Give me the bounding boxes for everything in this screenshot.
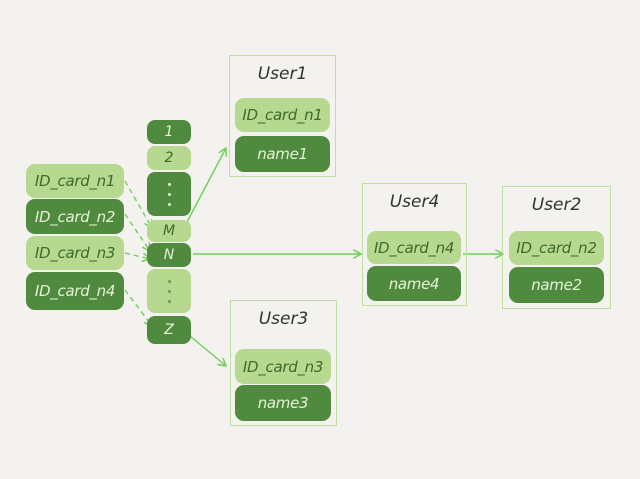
user1-title: User1: [257, 64, 308, 84]
user4-title: User4: [389, 192, 440, 212]
bucket-z: Z: [147, 316, 191, 344]
arrow-bucketZ-to-user3: [189, 335, 226, 366]
user1-card: User1 ID_card_n1 name1: [229, 55, 336, 177]
ellipsis-icon: [167, 182, 171, 206]
bucket-ellipsis-top: [147, 172, 191, 216]
bucket-m: M: [147, 220, 191, 242]
arrow-key3-to-bucketN: [124, 252, 150, 259]
user2-card: User2 ID_card_n2 name2: [502, 186, 611, 309]
user3-id-field: ID_card_n3: [235, 349, 331, 384]
bucket-1: 1: [147, 120, 191, 144]
key-id-card-n2: ID_card_n2: [26, 199, 124, 234]
user4-card: User4 ID_card_n4 name4: [362, 183, 467, 306]
key-id-card-n4: ID_card_n4: [26, 272, 124, 310]
arrow-key1-to-bucketM: [124, 180, 152, 228]
user2-id-field: ID_card_n2: [509, 231, 604, 265]
bucket-n: N: [147, 243, 191, 267]
ellipsis-icon: [167, 279, 171, 303]
user1-name-field: name1: [235, 136, 330, 172]
arrow-key2-to-bucketN: [124, 213, 150, 251]
user3-card: User3 ID_card_n3 name3: [230, 300, 337, 426]
key-id-card-n3: ID_card_n3: [26, 236, 124, 270]
bucket-2: 2: [147, 146, 191, 170]
user3-name-field: name3: [235, 385, 331, 421]
bucket-ellipsis-bottom: [147, 269, 191, 313]
user4-name-field: name4: [367, 266, 461, 301]
user4-id-field: ID_card_n4: [367, 231, 461, 264]
arrow-bucketM-to-user1: [186, 148, 226, 223]
user3-title: User3: [258, 309, 309, 329]
key-id-card-n1: ID_card_n1: [26, 164, 124, 198]
user1-id-field: ID_card_n1: [235, 98, 330, 132]
user2-title: User2: [531, 195, 582, 215]
user2-name-field: name2: [509, 267, 604, 303]
